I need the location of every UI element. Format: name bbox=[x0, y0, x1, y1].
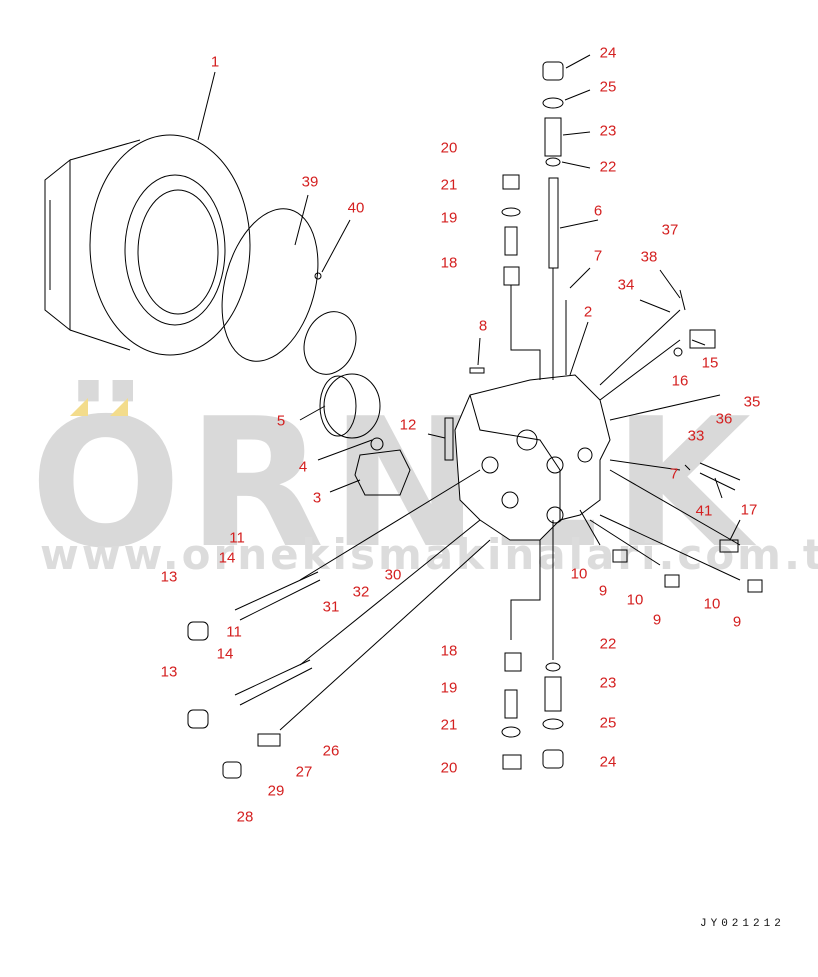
callout-35: 35 bbox=[743, 393, 761, 411]
callout-33: 33 bbox=[687, 427, 705, 445]
callout-13: 13 bbox=[160, 663, 178, 681]
drawing-code: JY021212 bbox=[700, 918, 785, 930]
callout-1: 1 bbox=[210, 53, 220, 71]
callout-19: 19 bbox=[440, 679, 458, 697]
callout-9: 9 bbox=[598, 582, 608, 600]
watermark-logo: ÖRNEK bbox=[30, 380, 757, 587]
callout-11: 11 bbox=[226, 623, 242, 641]
callout-22: 22 bbox=[599, 158, 617, 176]
callout-15: 15 bbox=[701, 354, 719, 372]
callout-17: 17 bbox=[740, 501, 758, 519]
callout-23: 23 bbox=[599, 674, 617, 692]
callout-25: 25 bbox=[599, 78, 617, 96]
callout-7: 7 bbox=[669, 465, 679, 483]
callout-39: 39 bbox=[301, 173, 319, 191]
callout-5: 5 bbox=[276, 412, 286, 430]
callout-38: 38 bbox=[640, 248, 658, 266]
callout-10: 10 bbox=[626, 591, 644, 609]
callout-21: 21 bbox=[440, 716, 458, 734]
callout-20: 20 bbox=[440, 759, 458, 777]
callout-2: 2 bbox=[583, 303, 593, 321]
callout-36: 36 bbox=[715, 410, 733, 428]
callout-24: 24 bbox=[599, 753, 617, 771]
callout-10: 10 bbox=[703, 595, 721, 613]
callout-14: 14 bbox=[216, 645, 234, 663]
callout-18: 18 bbox=[440, 642, 458, 660]
callout-25: 25 bbox=[599, 714, 617, 732]
callout-23: 23 bbox=[599, 122, 617, 140]
valve-block bbox=[454, 374, 611, 541]
callout-32: 32 bbox=[352, 583, 370, 601]
callout-34: 34 bbox=[617, 276, 635, 294]
callout-16: 16 bbox=[671, 372, 689, 390]
callout-28: 28 bbox=[236, 808, 254, 826]
callout-41: 41 bbox=[695, 502, 713, 520]
callout-4: 4 bbox=[298, 458, 308, 476]
callout-12: 12 bbox=[399, 416, 417, 434]
callout-9: 9 bbox=[732, 613, 742, 631]
callout-27: 27 bbox=[295, 763, 313, 781]
motor-housing bbox=[44, 134, 251, 356]
callout-3: 3 bbox=[312, 489, 322, 507]
callout-21: 21 bbox=[440, 176, 458, 194]
o-ring-39 bbox=[221, 208, 319, 362]
callout-14: 14 bbox=[218, 549, 236, 567]
callout-24: 24 bbox=[599, 44, 617, 62]
callout-22: 22 bbox=[599, 635, 617, 653]
callout-13: 13 bbox=[160, 568, 178, 586]
watermark-url: www.ornekismakinalari.com.tr bbox=[40, 530, 818, 579]
callout-31: 31 bbox=[322, 598, 340, 616]
callout-6: 6 bbox=[593, 202, 603, 220]
callout-30: 30 bbox=[384, 566, 402, 584]
callout-8: 8 bbox=[478, 317, 488, 335]
callout-18: 18 bbox=[440, 254, 458, 272]
callout-7: 7 bbox=[593, 247, 603, 265]
callout-10: 10 bbox=[570, 565, 588, 583]
callout-40: 40 bbox=[347, 199, 365, 217]
callout-19: 19 bbox=[440, 209, 458, 227]
callout-29: 29 bbox=[267, 782, 285, 800]
callout-37: 37 bbox=[661, 221, 679, 239]
callout-11: 11 bbox=[229, 529, 245, 547]
callout-9: 9 bbox=[652, 611, 662, 629]
callout-20: 20 bbox=[440, 139, 458, 157]
watermark-accent-icon bbox=[70, 398, 128, 416]
callout-26: 26 bbox=[322, 742, 340, 760]
